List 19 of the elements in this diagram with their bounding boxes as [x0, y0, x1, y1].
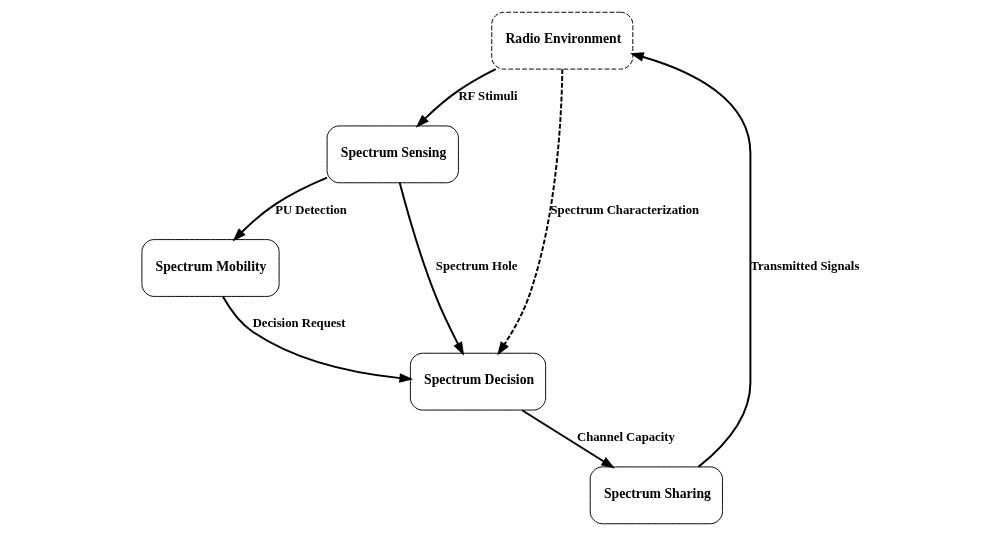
node-box: Spectrum Sharing	[589, 466, 723, 525]
arrow	[232, 176, 329, 242]
edge-label: RF Stimuli	[458, 88, 518, 103]
edge-label: Spectrum Hole	[435, 259, 518, 274]
arrow	[415, 68, 497, 128]
node-box: Spectrum Decision	[409, 352, 547, 411]
node-box: Spectrum Mobility	[141, 239, 280, 297]
edge-label: Decision Request	[252, 316, 346, 331]
node-box: Radio Environment	[491, 11, 634, 70]
arrow	[630, 52, 752, 468]
node-box: Spectrum Sensing	[326, 125, 459, 184]
edge-label: Spectrum Characterization	[550, 202, 700, 217]
edge-label: Transmitted Signals	[750, 259, 860, 274]
edge-label: Channel Capacity	[576, 429, 675, 444]
arrow	[398, 181, 465, 356]
arrow	[521, 409, 615, 469]
arrow	[221, 295, 414, 383]
arrow	[497, 68, 564, 356]
edge-label: PU Detection	[275, 202, 347, 217]
